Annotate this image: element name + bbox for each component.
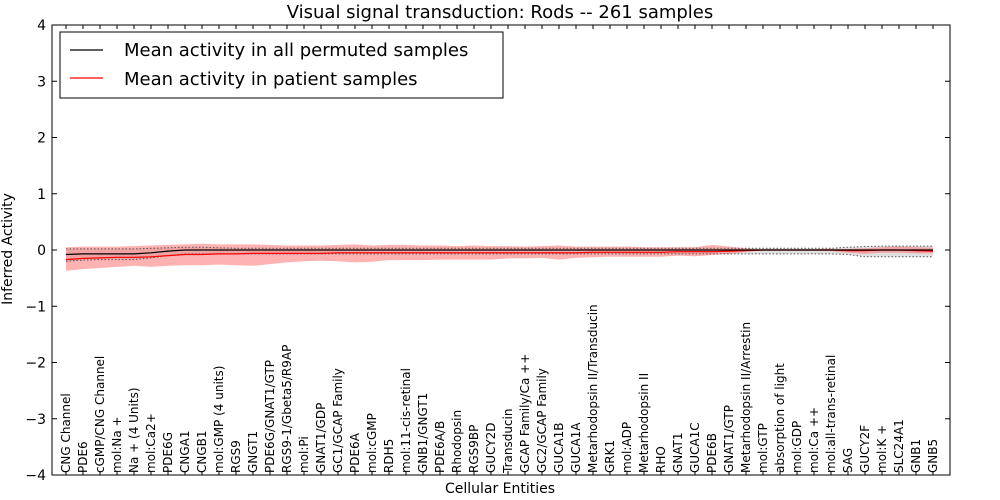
x-tick-label: Na + (4 Units) bbox=[127, 387, 141, 473]
x-tick-label: absorption of light bbox=[773, 363, 787, 473]
x-tick-label: CNGB1 bbox=[195, 430, 209, 473]
x-tick-label: mol:cGMP bbox=[365, 413, 379, 473]
x-tick-label: mol:Pi bbox=[297, 436, 311, 473]
x-tick-label: GUCY2D bbox=[484, 423, 498, 473]
x-tick-label: GNAT1/GTP bbox=[722, 405, 736, 473]
x-tick-label: mol:Na + bbox=[110, 416, 124, 473]
y-tick-label: −3 bbox=[25, 412, 46, 428]
x-tick-label: PDE6A/B bbox=[433, 421, 447, 473]
x-tick-label: Rhodopsin bbox=[450, 410, 464, 473]
x-tick-label: RHO bbox=[654, 446, 668, 473]
permuted-upper-bound bbox=[66, 245, 933, 250]
x-tick-label: CNG Channel bbox=[59, 393, 73, 473]
x-tick-label: GC2/GCAP Family bbox=[535, 368, 549, 473]
x-tick-label: RGS9 bbox=[229, 440, 243, 473]
x-tick-label: Metarhodopsin II/Transducin bbox=[586, 304, 600, 473]
x-tick-label: PDE6G bbox=[161, 432, 175, 473]
x-tick-label: mol:11-cis-retinal bbox=[399, 368, 413, 473]
y-tick-label: −2 bbox=[25, 356, 46, 372]
x-tick-label: mol:all-trans-retinal bbox=[824, 355, 838, 473]
x-tick-label: Transducin bbox=[501, 409, 515, 474]
legend: Mean activity in all permuted samples Me… bbox=[59, 31, 504, 99]
x-tick-label: GNB1 bbox=[909, 439, 923, 473]
x-tick-label: CNGA1 bbox=[178, 431, 192, 474]
y-tick-label: 2 bbox=[37, 131, 46, 147]
x-tick-label: mol:K + bbox=[875, 425, 889, 473]
x-tick-label: GNAT1/GDP bbox=[314, 403, 328, 473]
x-tick-label: GCAP Family/Ca ++ bbox=[518, 354, 532, 473]
x-tick-label: PDE6 bbox=[76, 441, 90, 473]
x-tick-label: GNB1/GNGT1 bbox=[416, 393, 430, 473]
y-tick-label: 0 bbox=[37, 243, 46, 259]
x-tick-label: PDE6A bbox=[348, 432, 362, 473]
x-tick-label: mol:ADP bbox=[620, 422, 634, 473]
y-tick-label: 1 bbox=[37, 187, 46, 203]
x-tick-label: GNB5 bbox=[926, 439, 940, 473]
x-tick-label: GRK1 bbox=[603, 440, 617, 473]
y-tick-label: −4 bbox=[25, 468, 46, 484]
x-tick-label: mol:Ca ++ bbox=[807, 407, 821, 473]
x-tick-label: PDE6G/GNAT1/GTP bbox=[263, 360, 277, 473]
x-tick-label: GNAT1 bbox=[671, 432, 685, 473]
x-tick-label: RGS9-1/Gbeta5/R9AP bbox=[280, 345, 294, 473]
x-tick-label: SAG bbox=[841, 448, 855, 473]
x-tick-label: RGS9BP bbox=[467, 425, 481, 473]
y-tick-label: 4 bbox=[37, 18, 46, 34]
x-tick-label: RDH5 bbox=[382, 439, 396, 473]
x-tick-label: GNGT1 bbox=[246, 431, 260, 473]
x-tick-label: GC1/GCAP Family bbox=[331, 368, 345, 473]
x-tick-label: PDE6B bbox=[705, 433, 719, 473]
x-tick-label: GUCA1B bbox=[552, 422, 566, 473]
chart-title: Visual signal transduction: Rods -- 261 … bbox=[287, 2, 714, 23]
x-tick-label: cGMP/CNG Channel bbox=[93, 356, 107, 473]
x-tick-label: GUCA1C bbox=[688, 422, 702, 473]
x-tick-label: SLC24A1 bbox=[892, 419, 906, 473]
x-tick-label: GUCA1A bbox=[569, 422, 583, 473]
patient-band bbox=[66, 243, 933, 271]
y-axis-label: Inferred Activity bbox=[0, 193, 16, 305]
x-tick-label: mol:GDP bbox=[790, 421, 804, 473]
y-tick-label: −1 bbox=[25, 299, 46, 315]
x-axis-label: Cellular Entities bbox=[445, 481, 555, 497]
x-tick-label: mol:GMP (4 units) bbox=[212, 366, 226, 473]
legend-label-permuted: Mean activity in all permuted samples bbox=[124, 40, 468, 61]
x-tick-label: Metarhodopsin II bbox=[637, 373, 651, 473]
x-tick-label: mol:GTP bbox=[756, 423, 770, 473]
x-tick-label: mol:Ca2+ bbox=[144, 413, 158, 473]
x-tick-label: Metarhodopsin II/Arrestin bbox=[739, 322, 753, 473]
legend-label-patient: Mean activity in patient samples bbox=[124, 69, 418, 90]
y-tick-label: 3 bbox=[37, 74, 46, 90]
permuted-mean-line bbox=[65, 249, 933, 256]
x-tick-label: GUCY2F bbox=[858, 425, 872, 473]
legend-box bbox=[59, 31, 504, 99]
